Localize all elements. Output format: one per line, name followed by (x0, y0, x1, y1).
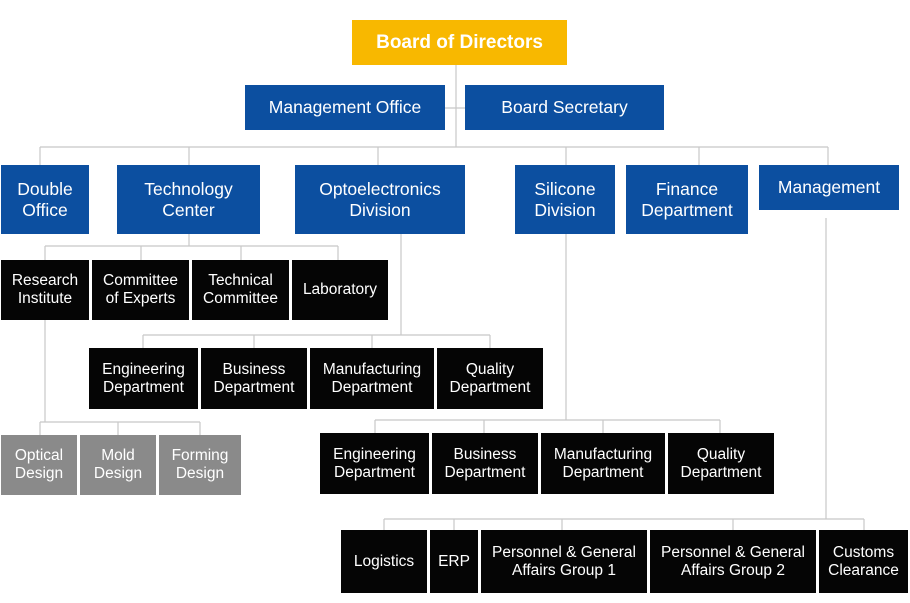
silicone-manufacturing-department: Manufacturing Department (541, 433, 665, 494)
laboratory-label: Laboratory (302, 281, 378, 299)
laboratory: Laboratory (292, 260, 388, 320)
personnel-group-1-label: Personnel & General Affairs Group 1 (492, 543, 636, 579)
committee-of-experts-label: Committee of Experts (103, 272, 178, 307)
division-technology-center: Technology Center (117, 165, 260, 234)
logistics: Logistics (341, 530, 427, 593)
mold-design-label: Mold Design (93, 447, 143, 482)
silicone-quality-department: Quality Department (668, 433, 774, 494)
division-double-office: Double Office (1, 165, 89, 234)
opto-manufacturing-department: Manufacturing Department (310, 348, 434, 409)
logistics-label: Logistics (353, 552, 415, 570)
erp-label: ERP (438, 552, 470, 570)
committee-of-experts: Committee of Experts (92, 260, 189, 320)
board-of-directors: Board of Directors (352, 20, 567, 65)
technology-center-label: Technology Center (144, 179, 233, 220)
silicone-manufacturing-label: Manufacturing Department (553, 445, 653, 481)
customs-clearance-label: Customs Clearance (828, 543, 899, 579)
division-management: Management (759, 165, 899, 210)
opto-business-label: Business Department (213, 360, 295, 396)
mold-design: Mold Design (80, 435, 156, 495)
management-office: Management Office (245, 85, 445, 130)
technical-committee-label: Technical Committee (203, 272, 278, 307)
optoelectronics-division-label: Optoelectronics Division (319, 179, 441, 220)
silicone-business-department: Business Department (432, 433, 538, 494)
personnel-general-affairs-group-1: Personnel & General Affairs Group 1 (481, 530, 647, 593)
division-finance: Finance Department (626, 165, 748, 234)
management-office-label: Management Office (268, 97, 422, 118)
optical-design-label: Optical Design (14, 447, 64, 482)
silicone-division-label: Silicone Division (534, 179, 596, 220)
silicone-business-label: Business Department (444, 445, 526, 481)
division-optoelectronics: Optoelectronics Division (295, 165, 465, 234)
opto-quality-department: Quality Department (437, 348, 543, 409)
silicone-engineering-label: Engineering Department (333, 445, 416, 481)
opto-quality-label: Quality Department (449, 360, 531, 396)
forming-design-label: Forming Design (171, 447, 229, 482)
forming-design: Forming Design (159, 435, 241, 495)
optical-design: Optical Design (1, 435, 77, 495)
finance-department-label: Finance Department (641, 179, 733, 220)
personnel-group-2-label: Personnel & General Affairs Group 2 (661, 543, 805, 579)
personnel-general-affairs-group-2: Personnel & General Affairs Group 2 (650, 530, 816, 593)
opto-engineering-department: Engineering Department (89, 348, 198, 409)
research-institute-label: Research Institute (11, 272, 79, 307)
silicone-quality-label: Quality Department (680, 445, 762, 481)
customs-clearance: Customs Clearance (819, 530, 908, 593)
board-secretary-label: Board Secretary (501, 97, 628, 118)
opto-manufacturing-label: Manufacturing Department (322, 360, 422, 396)
silicone-engineering-department: Engineering Department (320, 433, 429, 494)
opto-engineering-label: Engineering Department (102, 360, 185, 396)
board-secretary: Board Secretary (465, 85, 664, 130)
double-office-label: Double Office (17, 179, 73, 220)
erp: ERP (430, 530, 478, 593)
division-silicone: Silicone Division (515, 165, 615, 234)
opto-business-department: Business Department (201, 348, 307, 409)
research-institute: Research Institute (1, 260, 89, 320)
management-label: Management (777, 177, 881, 198)
technical-committee: Technical Committee (192, 260, 289, 320)
board-of-directors-label: Board of Directors (376, 31, 543, 53)
